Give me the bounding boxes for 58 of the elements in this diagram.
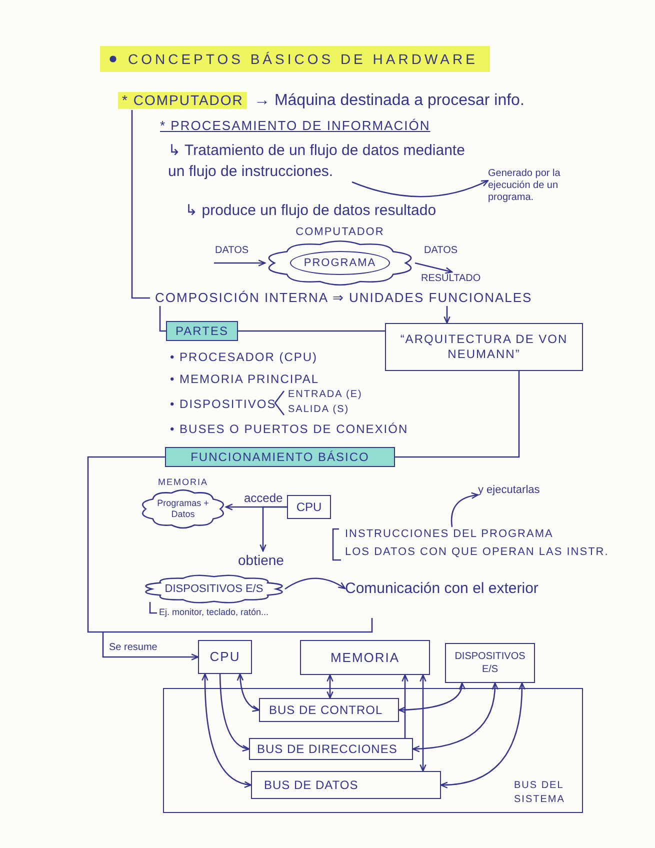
arrow bbox=[260, 506, 287, 552]
text-line: ↳ produce un flujo de datos resultado bbox=[185, 202, 436, 220]
curved-arrow bbox=[202, 673, 252, 788]
arrow bbox=[402, 674, 408, 738]
example-note: Ej. monitor, teclado, ratón... bbox=[159, 607, 269, 618]
paragraph: ↳ Tratamiento de un flujo de datos mediante un flujo de instrucciones. bbox=[168, 140, 473, 182]
list-item: • DISPOSITIVOS bbox=[170, 397, 276, 411]
list-item: • BUSES O PUERTOS DE CONEXIÓN bbox=[170, 422, 408, 436]
component-box: CPU bbox=[287, 495, 331, 519]
cloud-label: DISPOSITIVOS E/S bbox=[164, 582, 264, 596]
list-item: • PROCESADOR (CPU) bbox=[170, 350, 318, 364]
component-box: MEMORIA bbox=[300, 640, 430, 675]
annotation: Comunicación con el exterior bbox=[345, 579, 538, 598]
curved-arrow bbox=[450, 492, 479, 528]
bus-box: BUS DE CONTROL bbox=[259, 698, 399, 722]
curved-arrow bbox=[284, 578, 346, 590]
annotation: y ejecutarlas bbox=[478, 483, 540, 497]
branch-item: SALIDA (S) bbox=[288, 404, 350, 416]
arrow bbox=[102, 632, 199, 660]
arrow bbox=[444, 306, 450, 324]
title: CONCEPTOS BÁSICOS DE HARDWARE bbox=[128, 51, 478, 67]
heading-box: FUNCIONAMIENTO BÁSICO bbox=[165, 447, 395, 467]
system-bus-frame bbox=[163, 688, 583, 813]
section-heading: * PROCESAMIENTO DE INFORMACIÓN bbox=[160, 118, 430, 134]
curved-arrow bbox=[412, 682, 498, 752]
curved-arrow bbox=[398, 682, 465, 714]
bus-box: BUS DE DATOS bbox=[251, 771, 441, 799]
branch-item: ENTRADA (E) bbox=[288, 389, 362, 401]
edge-label: accede bbox=[242, 491, 285, 505]
frame-label: BUS DEL SISTEMA bbox=[514, 779, 566, 807]
leader-arrow bbox=[352, 180, 489, 198]
component-box: DISPOSITIVOS E/S bbox=[445, 643, 535, 683]
double-arrow bbox=[420, 674, 426, 772]
annotation: Generado por la ejecución de un programa. bbox=[488, 168, 600, 204]
cloud-label: Programas + Datos bbox=[156, 498, 210, 520]
highlighted-term: * COMPUTADOR bbox=[118, 92, 248, 109]
heading-box: PARTES bbox=[166, 321, 238, 341]
text-line: LOS DATOS CON QUE OPERAN LAS INSTR. bbox=[345, 546, 609, 559]
double-arrow bbox=[326, 674, 334, 699]
curved-arrow bbox=[219, 674, 250, 751]
text-line: COMPOSICIÓN INTERNA ⇒ UNIDADES FUNCIONALES bbox=[155, 290, 532, 306]
list-item: • MEMORIA PRINCIPAL bbox=[170, 372, 320, 386]
connector-line bbox=[395, 371, 520, 458]
definition-text: → Máquina destinada a procesar info. bbox=[254, 91, 524, 110]
cloud-heading: MEMORIA bbox=[158, 477, 208, 488]
verb-text: obtiene bbox=[238, 551, 284, 569]
quote-box: “ARQUITECTURA DE VON NEUMANN” bbox=[385, 323, 583, 371]
arrow bbox=[214, 260, 266, 266]
connector-line bbox=[238, 330, 385, 332]
arrow bbox=[414, 262, 453, 274]
result-text: RESULTADO bbox=[421, 272, 481, 285]
curved-arrow bbox=[440, 682, 526, 788]
cloud-heading: COMPUTADOR bbox=[296, 226, 384, 239]
text-line: INSTRUCCIONES DEL PROGRAMA bbox=[345, 527, 554, 541]
curved-arrow bbox=[236, 673, 260, 712]
component-box: CPU bbox=[198, 640, 252, 674]
bus-box: BUS DE DIRECCIONES bbox=[249, 738, 413, 760]
hook-line bbox=[159, 306, 166, 332]
